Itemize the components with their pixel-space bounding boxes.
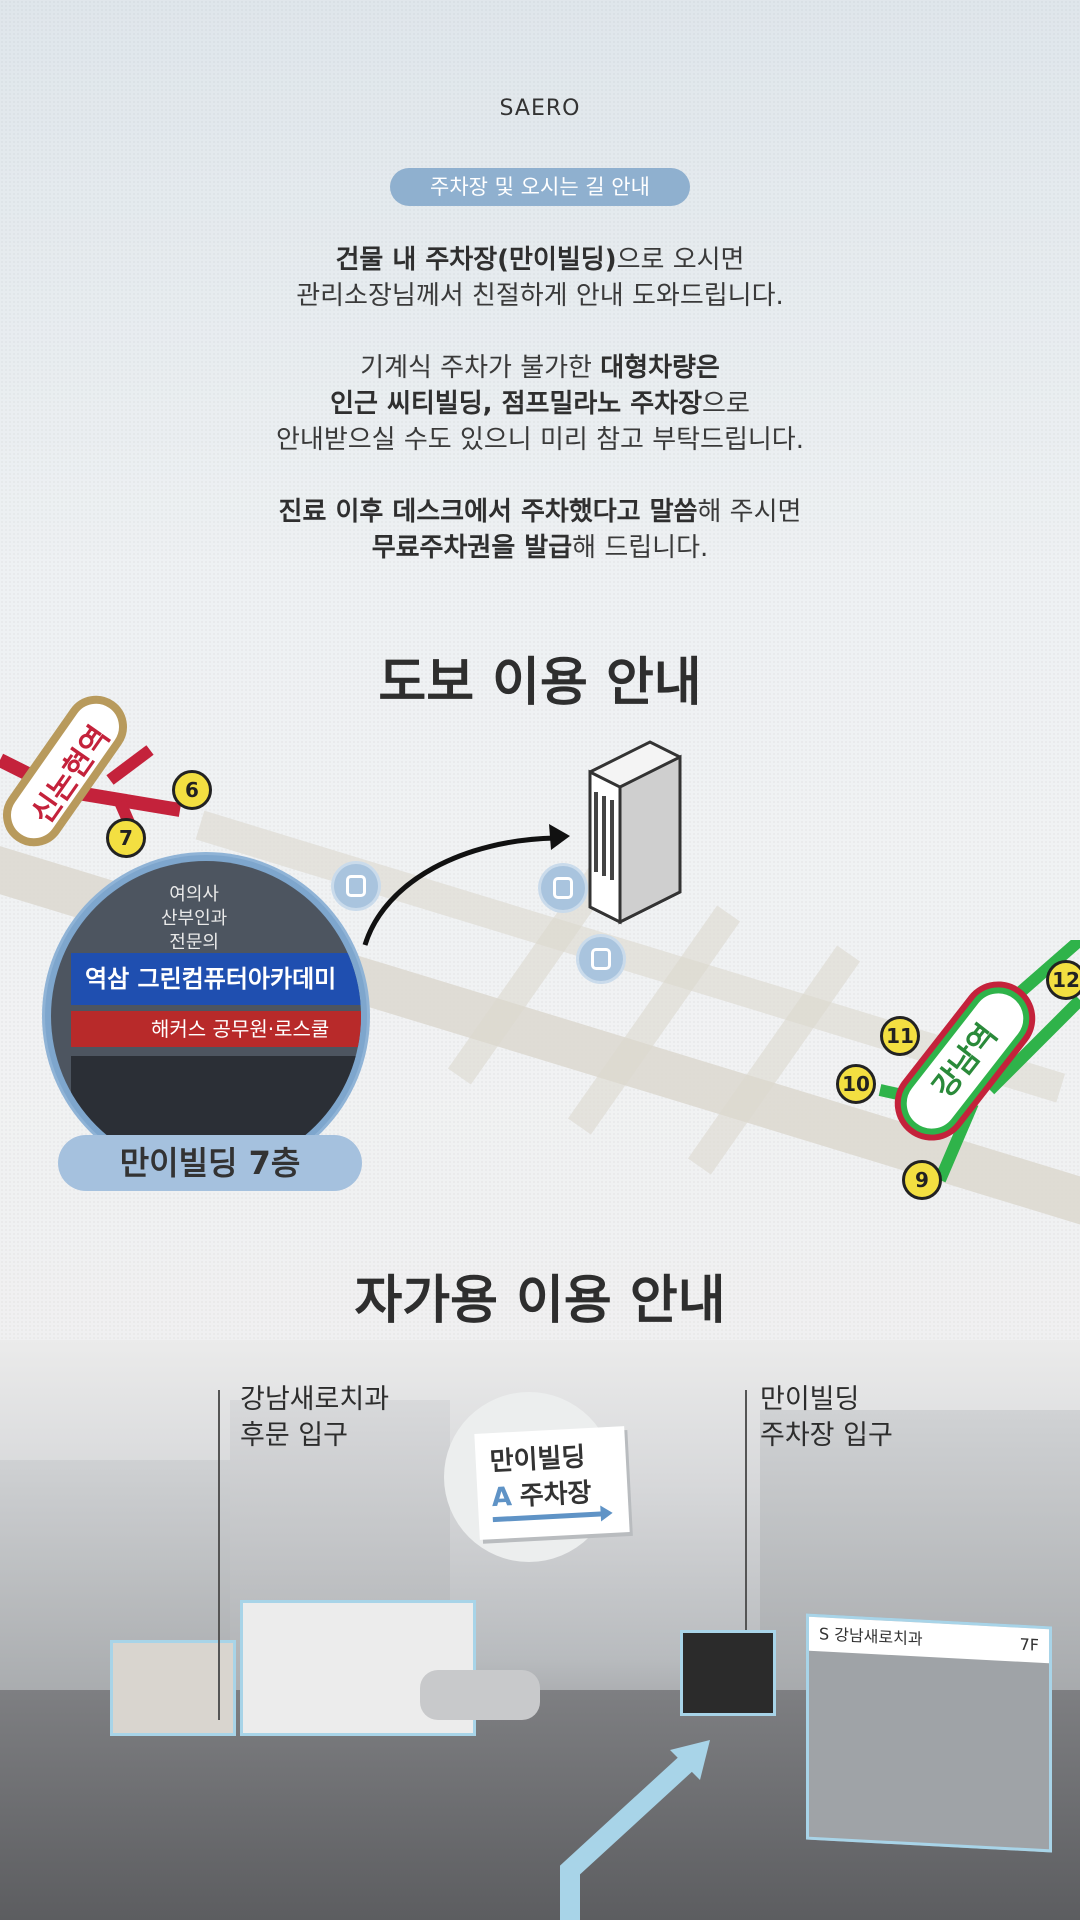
photo-sign-hackers: 해커스 공무원·로스쿨 (71, 1011, 361, 1047)
building-photo: 여의사 산부인과 전문의 역삼 그린컴퓨터아카데미 해커스 공무원·로스쿨 (45, 855, 367, 1177)
building-label: 만이빌딩 7층 (58, 1135, 362, 1191)
shop-sign: S 강남새로치과 7F (809, 1616, 1049, 1664)
walk-title: 도보 이용 안내 (378, 653, 702, 713)
walking-map: 신논현역 6 7 여의사 산부인과 전문의 역삼 그린컴퓨터아카데미 해커스 공… (0, 683, 1080, 1231)
building-icon (588, 740, 682, 925)
intro-paragraph-2: 기계식 주차가 불가한 대형차량은 인근 씨티빌딩, 점프밀라노 주차장으로 안… (276, 353, 804, 455)
driving-route-arrow (560, 1740, 710, 1920)
bus-stop-icon (541, 866, 585, 910)
bus-stop-icon (579, 937, 623, 981)
exit-6: 6 (172, 770, 212, 810)
section-pill: 주차장 및 오시는 길 안내 (390, 168, 690, 206)
exit-7: 7 (106, 818, 146, 858)
photo-sign-academy: 역삼 그린컴퓨터아카데미 (71, 953, 361, 1005)
car-title: 자가용 이용 안내 (354, 1271, 726, 1331)
intro-paragraph-3: 진료 이후 데스크에서 주차했다고 말씀해 주시면 무료주차권을 발급해 드립니… (278, 497, 802, 563)
exit-11: 11 (880, 1016, 920, 1056)
intro-paragraph-1: 건물 내 주차장(만이빌딩)으로 오시면 관리소장님께서 친절하게 안내 도와드… (296, 245, 784, 311)
exit-10: 10 (836, 1064, 876, 1104)
exit-12: 12 (1046, 960, 1080, 1000)
route-arrow (362, 824, 570, 946)
photo-sign-clinic: 여의사 산부인과 전문의 (161, 884, 228, 953)
bus-stop-icon (334, 864, 378, 908)
brand-logo: SAERO (499, 96, 581, 121)
exit-9: 9 (902, 1160, 942, 1200)
